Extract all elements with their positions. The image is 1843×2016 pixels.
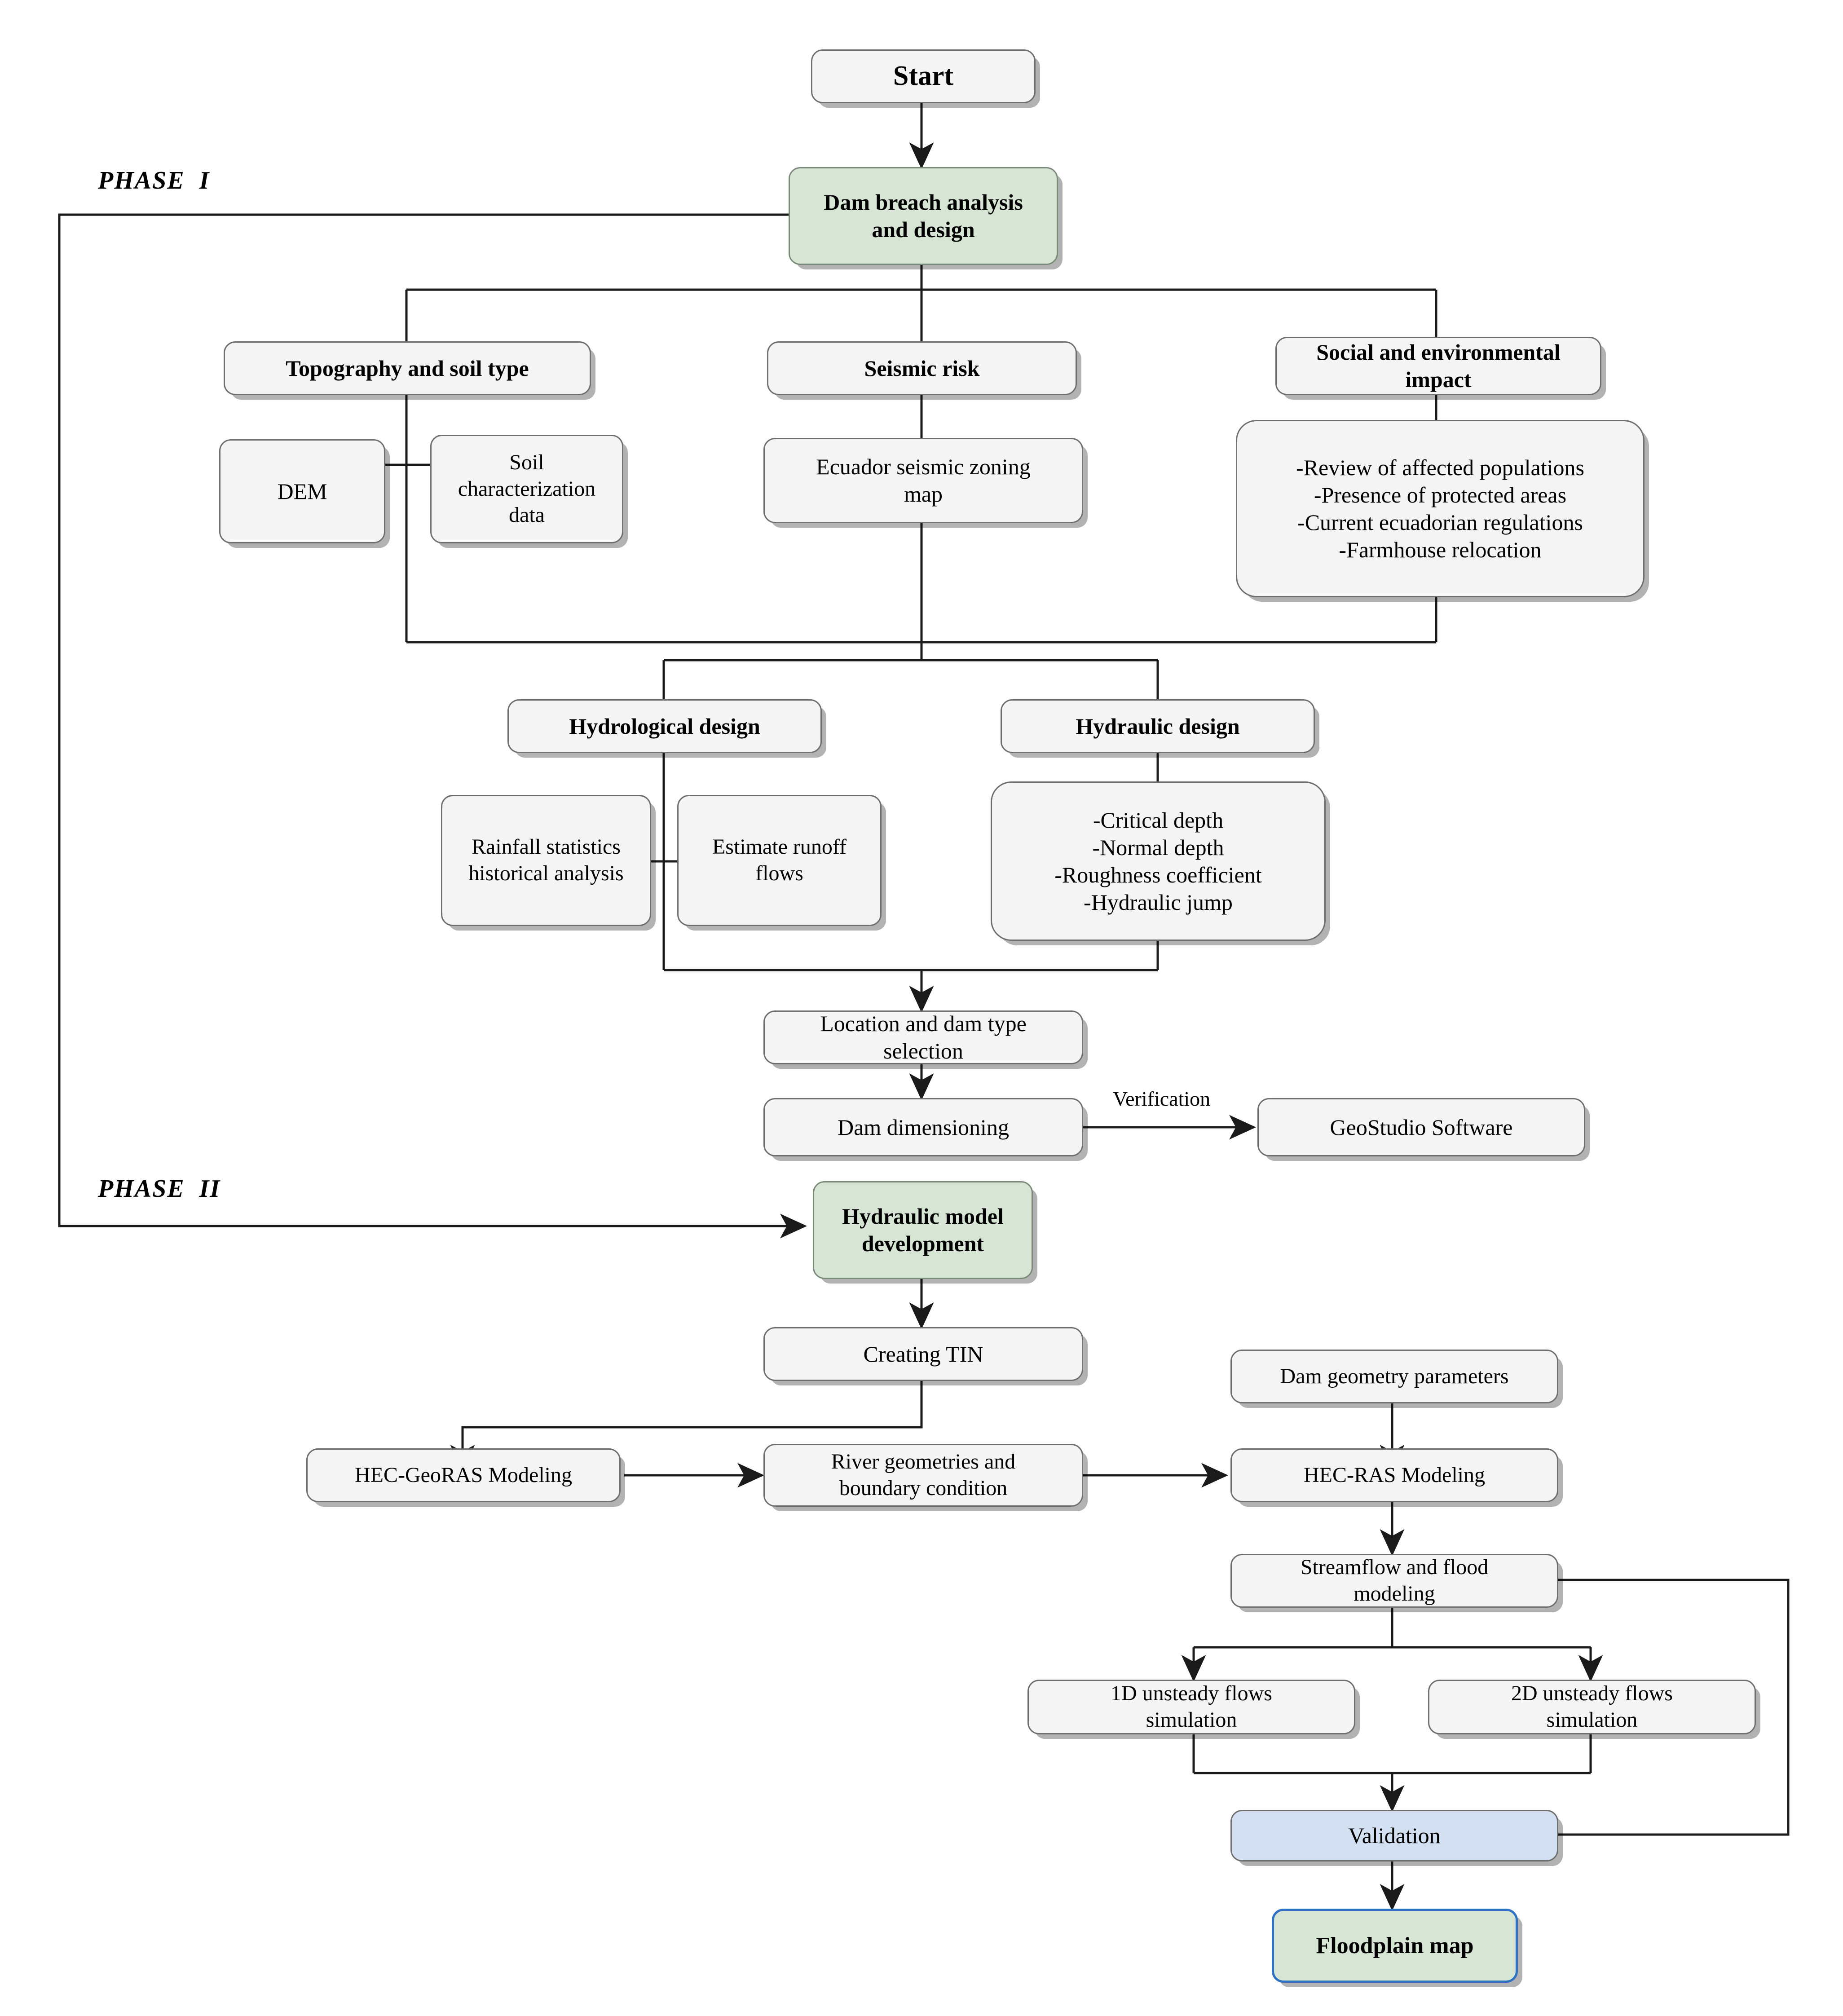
node-dem[interactable]: DEM [219,439,385,543]
node-2d-unsteady-flows[interactable]: 2D unsteady flows simulation [1428,1680,1756,1734]
node-social-environmental-impact[interactable]: Social and environmental impact [1275,337,1601,395]
node-impact-considerations[interactable]: -Review of affected populations -Presenc… [1236,420,1645,597]
node-hydraulic-design[interactable]: Hydraulic design [1001,699,1315,753]
node-hydrological-design-label: Hydrological design [569,713,760,739]
node-seismic-risk[interactable]: Seismic risk [767,341,1077,395]
node-start-label: Start [893,61,954,92]
edge-validation-feedback [1457,1567,1790,1836]
node-hydraulic-parameters-label: -Critical depth -Normal depth -Roughness… [1054,807,1262,915]
node-hydrological-design[interactable]: Hydrological design [507,699,822,753]
node-hec-georas-modeling-label: HEC-GeoRAS Modeling [355,1463,572,1487]
node-location-dam-type[interactable]: Location and dam type selection [763,1010,1083,1064]
node-ecuador-seismic-zoning-map-label: Ecuador seismic zoning map [816,454,1031,507]
node-hydraulic-design-label: Hydraulic design [1076,713,1240,739]
node-hec-ras-modeling-label: HEC-RAS Modeling [1303,1463,1485,1487]
edge-label-verification: Verification [1113,1087,1211,1110]
node-rainfall-statistics[interactable]: Rainfall statistics historical analysis [441,795,651,926]
node-hec-georas-modeling[interactable]: HEC-GeoRAS Modeling [306,1448,621,1502]
node-floodplain-map[interactable]: Floodplain map [1272,1909,1518,1983]
phase-label-1: PHASE I [98,167,210,194]
node-dem-label: DEM [277,478,327,504]
node-hydraulic-model-development[interactable]: Hydraulic model development [813,1181,1033,1279]
node-streamflow-flood-modeling-label: Streamflow and flood modeling [1300,1555,1489,1606]
node-hec-ras-modeling[interactable]: HEC-RAS Modeling [1230,1448,1558,1502]
node-dam-geometry-parameters-label: Dam geometry parameters [1280,1364,1509,1388]
node-geostudio-software-label: GeoStudio Software [1330,1114,1513,1140]
node-dam-geometry-parameters[interactable]: Dam geometry parameters [1230,1350,1558,1403]
node-estimate-runoff-flows[interactable]: Estimate runoff flows [677,795,882,926]
node-soil-characterization-data[interactable]: Soil characterization data [430,435,623,543]
node-dam-breach-analysis[interactable]: Dam breach analysis and design [789,167,1058,265]
node-river-geometries-label: River geometries and boundary condition [831,1450,1016,1500]
node-soil-characterization-data-label: Soil characterization data [458,450,596,527]
node-dam-breach-analysis-label: Dam breach analysis and design [824,190,1023,242]
node-1d-unsteady-flows[interactable]: 1D unsteady flows simulation [1027,1680,1355,1734]
node-floodplain-map-label: Floodplain map [1316,1932,1474,1959]
node-1d-unsteady-flows-label: 1D unsteady flows simulation [1111,1681,1272,1732]
node-2d-unsteady-flows-label: 2D unsteady flows simulation [1511,1681,1673,1732]
node-validation[interactable]: Validation [1230,1810,1558,1862]
node-creating-tin[interactable]: Creating TIN [763,1327,1083,1381]
node-seismic-risk-label: Seismic risk [864,355,980,381]
node-topography-soil[interactable]: Topography and soil type [224,341,591,395]
phase-label-2: PHASE II [98,1175,221,1203]
node-validation-label: Validation [1348,1823,1441,1848]
node-geostudio-software[interactable]: GeoStudio Software [1257,1098,1585,1156]
node-ecuador-seismic-zoning-map[interactable]: Ecuador seismic zoning map [763,438,1083,523]
node-streamflow-flood-modeling[interactable]: Streamflow and flood modeling [1230,1554,1558,1608]
node-location-dam-type-label: Location and dam type selection [820,1011,1027,1063]
node-impact-considerations-label: -Review of affected populations -Presenc… [1296,454,1584,562]
edge-phase-rail [58,213,807,1239]
node-estimate-runoff-flows-label: Estimate runoff flows [712,835,847,885]
node-rainfall-statistics-label: Rainfall statistics historical analysis [468,835,624,885]
node-social-environmental-impact-label: Social and environmental impact [1316,340,1561,392]
node-hydraulic-model-development-label: Hydraulic model development [842,1204,1004,1256]
node-hydraulic-parameters[interactable]: -Critical depth -Normal depth -Roughness… [991,781,1326,941]
node-dam-dimensioning-label: Dam dimensioning [838,1114,1009,1140]
node-start[interactable]: Start [811,49,1036,103]
node-creating-tin-label: Creating TIN [863,1341,983,1367]
node-topography-soil-label: Topography and soil type [286,355,529,381]
node-dam-dimensioning[interactable]: Dam dimensioning [763,1098,1083,1156]
node-river-geometries[interactable]: River geometries and boundary condition [763,1444,1083,1507]
